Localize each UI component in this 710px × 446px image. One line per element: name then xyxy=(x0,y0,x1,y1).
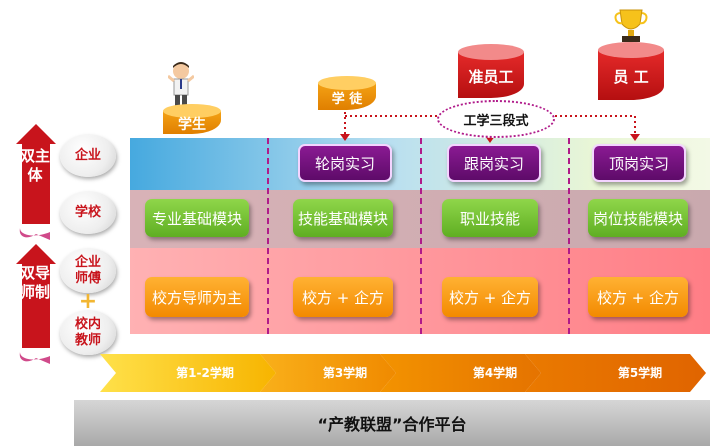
school-enterprise-box: 校方 + 企方 xyxy=(588,277,688,317)
semester-arrows xyxy=(100,354,706,392)
dual-mentor-arrow xyxy=(16,244,56,364)
semester-4: 第4学期 xyxy=(472,365,518,380)
dual-subject-label: 双主体 xyxy=(19,147,50,184)
semester-3: 第3学期 xyxy=(322,365,368,380)
school-oval: 学校 xyxy=(60,192,116,234)
employee-label: 员 工 xyxy=(613,68,649,86)
dual-subject-arrow xyxy=(16,124,56,240)
dual-mentor-label: 双导师制 xyxy=(19,264,50,301)
major-foundation-module-box: 专业基础模块 xyxy=(145,199,249,237)
three-stage-label: 工学三段式 xyxy=(437,100,555,138)
trophy-icon xyxy=(614,9,648,42)
employee-cylinder: 员 工 xyxy=(598,42,664,100)
enterprise-mentor-oval: 企业师傅 xyxy=(60,249,116,293)
enterprise-oval: 企业 xyxy=(60,135,116,177)
student-label: 学生 xyxy=(178,117,206,133)
quasi-employee-label: 准员工 xyxy=(468,68,514,86)
apprentice-label: 学 徒 xyxy=(331,92,363,107)
column-divider xyxy=(420,138,422,334)
apprentice-cylinder: 学 徒 xyxy=(318,76,376,110)
skill-foundation-module-box: 技能基础模块 xyxy=(293,199,393,237)
rotation-internship-box: 轮岗实习 xyxy=(298,144,392,182)
school-enterprise-box: 校方 + 企方 xyxy=(293,277,393,317)
school-enterprise-box: 校方 + 企方 xyxy=(442,277,538,317)
column-divider xyxy=(267,138,269,334)
semester-5: 第5学期 xyxy=(617,365,663,380)
quasi-employee-cylinder: 准员工 xyxy=(458,44,524,98)
follow-internship-box: 跟岗实习 xyxy=(447,144,541,182)
school-teacher-oval: 校内教师 xyxy=(60,311,116,355)
student-figure-icon xyxy=(168,62,194,107)
vocational-skill-box: 职业技能 xyxy=(442,199,538,237)
cooperation-platform: “产教联盟”合作平台 xyxy=(74,400,710,446)
placement-internship-box: 顶岗实习 xyxy=(592,144,686,182)
school-mentor-main-box: 校方导师为主 xyxy=(145,277,249,317)
student-cylinder: 学生 xyxy=(163,104,221,134)
semester-1-2: 第1-2学期 xyxy=(176,365,234,380)
plus-icon: + xyxy=(78,289,98,314)
post-skill-module-box: 岗位技能模块 xyxy=(588,199,688,237)
column-divider xyxy=(568,138,570,334)
